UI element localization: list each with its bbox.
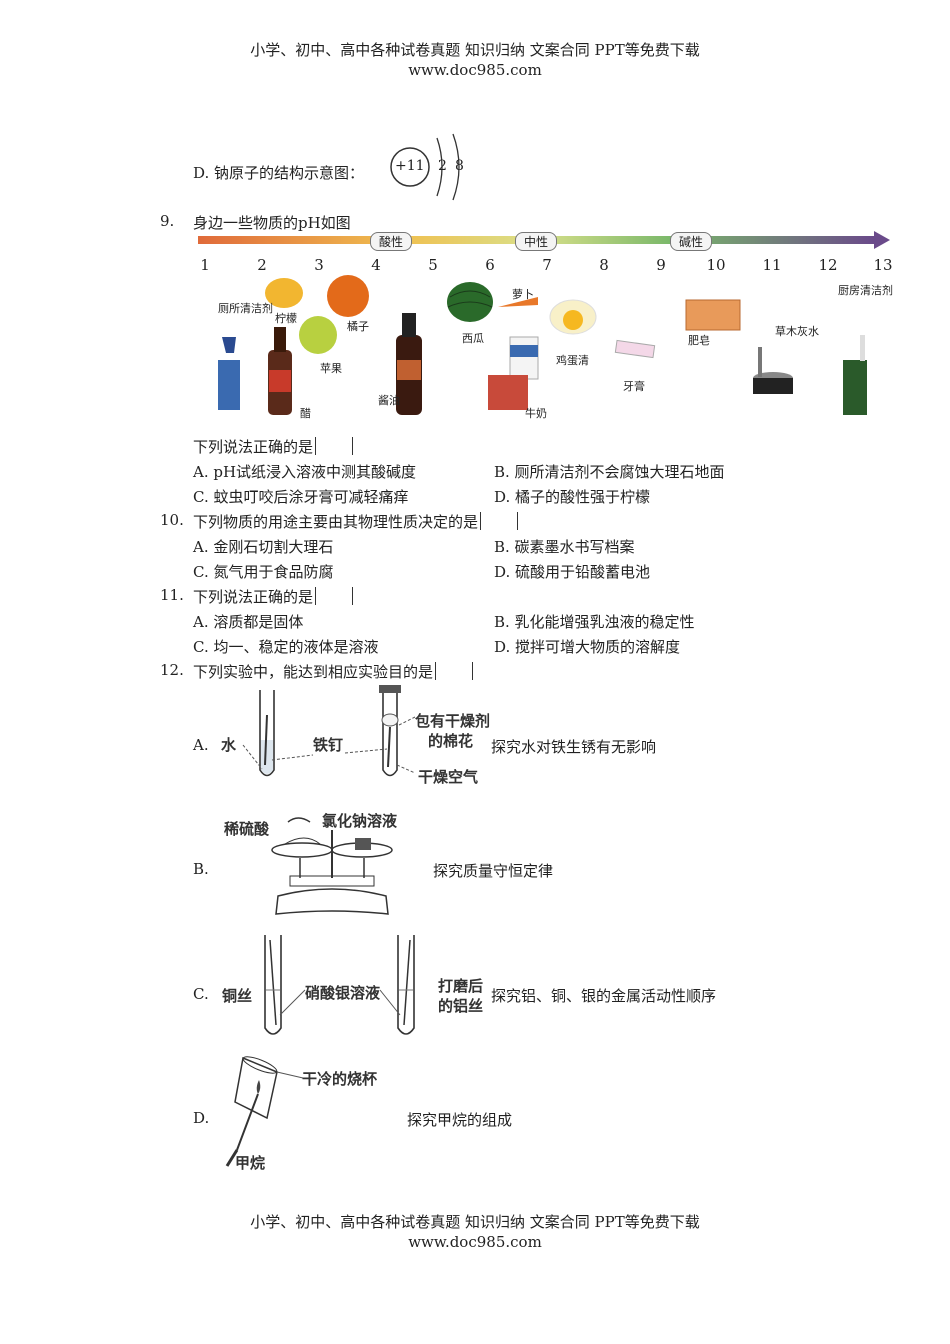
q12-number: 12.	[160, 661, 184, 679]
acid-label: 酸性	[370, 232, 413, 251]
label-ash: 草木灰水	[775, 325, 819, 338]
label-dry-air: 干燥空气	[418, 768, 479, 786]
header-url[interactable]: www.doc985.com	[408, 61, 542, 79]
ph-tick: 4	[371, 256, 381, 274]
q10-option-b: B. 碳素墨水书写档案	[494, 538, 635, 556]
ph-tick: 10	[706, 256, 726, 274]
q11-option-b: B. 乳化能增强乳浊液的稳定性	[494, 613, 695, 631]
label-beaker: 干冷的烧杯	[302, 1070, 378, 1088]
ph-tick: 1	[200, 256, 210, 274]
label-nail: 铁钉	[313, 736, 344, 754]
rust-experiment-diagram	[242, 685, 416, 777]
q12-stem: 下列实验中，能达到相应实验目的是	[193, 661, 474, 682]
label-copper: 铜丝	[222, 987, 253, 1005]
q12-b-desc: 探究质量守恒定律	[433, 862, 554, 880]
q10-number: 10.	[160, 511, 184, 529]
ph-tick: 12	[818, 256, 838, 274]
label-agno3: 硝酸银溶液	[305, 984, 381, 1002]
label-apple: 苹果	[320, 362, 342, 375]
nucleus-label: +11	[395, 158, 425, 174]
label-nacl: 氯化钠溶液	[322, 812, 398, 830]
q12-a-letter: A.	[193, 736, 209, 754]
label-carrot: 萝卜	[512, 288, 534, 301]
q9-option-c: C. 蚊虫叮咬后涂牙膏可减轻痛痒	[193, 488, 409, 506]
label-sulfuric-acid: 稀硫酸	[224, 820, 270, 838]
label-aluminum: 的铝丝	[438, 997, 484, 1015]
q8-option-d: D. 钠原子的结构示意图：	[193, 164, 365, 182]
label-toilet: 厕所清洁剂	[218, 302, 273, 315]
q11-option-c: C. 均一、稳定的液体是溶液	[193, 638, 379, 656]
ph-tick: 2	[257, 256, 267, 274]
base-label: 碱性	[670, 232, 713, 251]
ph-tick: 13	[873, 256, 893, 274]
q11-option-a: A. 溶质都是固体	[193, 613, 304, 631]
q10-option-a: A. 金刚石切割大理石	[193, 538, 334, 556]
label-egg: 鸡蛋清	[556, 354, 589, 367]
methane-diagram	[225, 1056, 304, 1167]
balance-diagram	[271, 817, 393, 915]
ph-tick: 8	[599, 256, 609, 274]
label-soy: 酱油	[378, 394, 400, 407]
label-water: 水	[221, 736, 237, 754]
q9-option-d: D. 橘子的酸性强于柠檬	[494, 488, 651, 506]
label-vinegar: 醋	[300, 407, 311, 420]
header-line1: 小学、初中、高中各种试卷真题 知识归纳 文案合同 PPT等免费下载	[250, 41, 700, 59]
ph-tick: 11	[762, 256, 782, 274]
q9-option-b: B. 厕所清洁剂不会腐蚀大理石地面	[494, 463, 725, 481]
metal-activity-diagram	[264, 935, 415, 1035]
q9-option-a: A. pH试纸浸入溶液中测其酸碱度	[193, 463, 417, 481]
q12-c-letter: C.	[193, 985, 209, 1003]
label-lemon: 柠檬	[275, 312, 297, 325]
label-soap: 肥皂	[688, 334, 710, 347]
q12-c-desc: 探究铝、铜、银的金属活动性顺序	[491, 987, 717, 1005]
ph-tick: 3	[314, 256, 324, 274]
q9-number: 9.	[160, 212, 175, 230]
ph-tick: 5	[428, 256, 438, 274]
q12-d-desc: 探究甲烷的组成	[407, 1111, 513, 1129]
ph-tick: 6	[485, 256, 495, 274]
q12-a-desc: 探究水对铁生锈有无影响	[491, 738, 657, 756]
label-cotton: 的棉花	[428, 732, 474, 750]
q10-stem: 下列物质的用途主要由其物理性质决定的是	[193, 511, 519, 532]
ph-items-illustration	[218, 275, 867, 415]
label-desiccant: 包有干燥剂	[415, 712, 491, 730]
sodium-atom-diagram	[390, 133, 460, 201]
q10-option-d: D. 硫酸用于铅酸蓄电池	[494, 563, 651, 581]
shell1-label: 2	[438, 158, 447, 174]
shell2-label: 8	[455, 158, 464, 174]
q10-option-c: C. 氮气用于食品防腐	[193, 563, 334, 581]
label-orange: 橘子	[347, 320, 369, 333]
q11-stem: 下列说法正确的是	[193, 586, 354, 607]
neutral-label: 中性	[515, 232, 558, 251]
label-kitchen: 厨房清洁剂	[838, 284, 893, 297]
q9-stem: 身边一些物质的pH如图	[193, 214, 351, 232]
q11-option-d: D. 搅拌可增大物质的溶解度	[494, 638, 681, 656]
label-toothpaste: 牙膏	[623, 380, 645, 393]
q12-d-letter: D.	[193, 1109, 210, 1127]
label-methane: 甲烷	[235, 1154, 266, 1172]
ph-tick: 7	[542, 256, 552, 274]
footer-url[interactable]: www.doc985.com	[408, 1233, 542, 1251]
q11-number: 11.	[160, 586, 184, 604]
q9-ask: 下列说法正确的是	[193, 436, 354, 457]
label-watermelon: 西瓜	[462, 332, 484, 345]
label-polished: 打磨后	[438, 977, 484, 995]
label-milk: 牛奶	[525, 407, 547, 420]
ph-tick: 9	[656, 256, 666, 274]
q12-b-letter: B.	[193, 860, 209, 878]
footer-line1: 小学、初中、高中各种试卷真题 知识归纳 文案合同 PPT等免费下载	[250, 1213, 700, 1231]
